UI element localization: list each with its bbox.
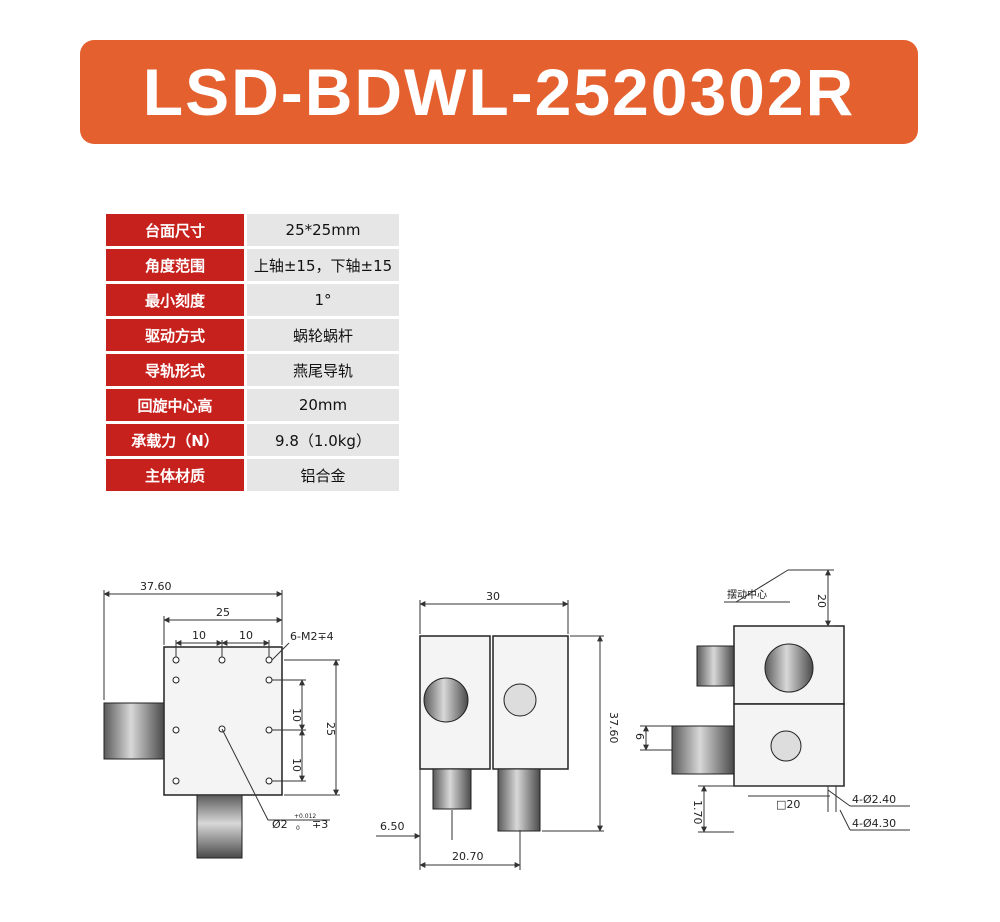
spec-value: 蜗轮蜗杆 — [247, 319, 399, 351]
side-view — [376, 600, 604, 870]
model-title: LSD-BDWL-2520302R — [142, 55, 856, 129]
side-view-worm-icon — [423, 677, 469, 723]
top-view-body — [163, 646, 283, 796]
spec-label: 台面尺寸 — [106, 214, 247, 246]
spec-label: 导轨形式 — [106, 354, 247, 386]
table-row: 驱动方式蜗轮蜗杆 — [106, 319, 399, 351]
dim-front-hole-b: 4-Ø4.30 — [852, 817, 896, 830]
dim-pin-tol-upper: +0.012 — [294, 813, 316, 820]
front-view-knob-upper — [696, 645, 735, 687]
dim-side-height: 37.60 — [607, 712, 620, 744]
dim-vert-b: 10 — [290, 758, 303, 772]
spec-label: 主体材质 — [106, 459, 247, 491]
top-view — [103, 590, 340, 859]
dim-vert-table: 25 — [324, 722, 337, 736]
spec-label: 回旋中心高 — [106, 389, 247, 421]
front-view-bore — [770, 730, 802, 762]
dim-front-hole-a: 4-Ø2.40 — [852, 793, 896, 806]
front-view — [640, 569, 910, 833]
dim-front-center-height: 20 — [815, 594, 828, 608]
dim-hole-spacing-a: 10 — [192, 629, 206, 642]
dim-front-6: 6 — [633, 733, 646, 740]
technical-drawings: 37.60 25 10 10 6-M2∓4 10 10 25 Ø2 +0.012… — [103, 569, 910, 870]
front-view-knob-lower — [671, 725, 735, 775]
spec-value: 上轴±15，下轴±15 — [247, 249, 399, 281]
top-view-knob-bottom — [196, 794, 243, 859]
spec-value: 20mm — [247, 389, 399, 421]
top-view-holes — [172, 656, 273, 785]
spec-label: 驱动方式 — [106, 319, 247, 351]
spec-label: 最小刻度 — [106, 284, 247, 316]
table-row: 承载力（N）9.8（1.0kg） — [106, 424, 399, 456]
dim-side-offset-bottom: 20.70 — [452, 850, 484, 863]
side-view-knob-a — [432, 768, 472, 810]
dim-width-table: 25 — [216, 606, 230, 619]
top-view-knob-left — [103, 702, 165, 760]
side-view-knob-b — [497, 768, 541, 832]
dim-front-square: □20 — [776, 798, 800, 811]
dim-width-overall: 37.60 — [140, 580, 172, 593]
spec-label: 承载力（N） — [106, 424, 247, 456]
front-view-worm-icon — [764, 643, 814, 693]
dim-hole-spacing-b: 10 — [239, 629, 253, 642]
spec-value: 铝合金 — [247, 459, 399, 491]
spec-value: 25*25mm — [247, 214, 399, 246]
table-row: 主体材质铝合金 — [106, 459, 399, 491]
spec-value: 1° — [247, 284, 399, 316]
spec-value: 燕尾导轨 — [247, 354, 399, 386]
dim-vert-a: 10 — [290, 708, 303, 722]
dim-pin-callout: Ø2 — [272, 818, 288, 831]
title-banner: LSD-BDWL-2520302R — [80, 40, 918, 144]
dim-front-170: 1.70 — [691, 800, 704, 825]
spec-value: 9.8（1.0kg） — [247, 424, 399, 456]
front-view-dimensions: 摆动中心 20 6 1.70 □20 4-Ø2.40 4-Ø4.30 — [633, 588, 896, 830]
table-row: 角度范围上轴±15，下轴±15 — [106, 249, 399, 281]
dim-side-offset-left: 6.50 — [380, 820, 405, 833]
front-center-label: 摆动中心 — [727, 588, 767, 601]
spec-label: 角度范围 — [106, 249, 247, 281]
dim-pin-depth: ∓3 — [312, 818, 328, 831]
dim-pin-tol-lower: 0 — [296, 825, 300, 832]
dim-side-width: 30 — [486, 590, 500, 603]
side-view-dimensions: 30 37.60 6.50 20.70 — [380, 590, 620, 863]
side-view-bore — [503, 683, 537, 717]
dim-thread-callout: 6-M2∓4 — [290, 630, 334, 643]
table-row: 导轨形式燕尾导轨 — [106, 354, 399, 386]
top-view-dimensions: 37.60 25 10 10 6-M2∓4 10 10 25 Ø2 +0.012… — [140, 580, 337, 832]
